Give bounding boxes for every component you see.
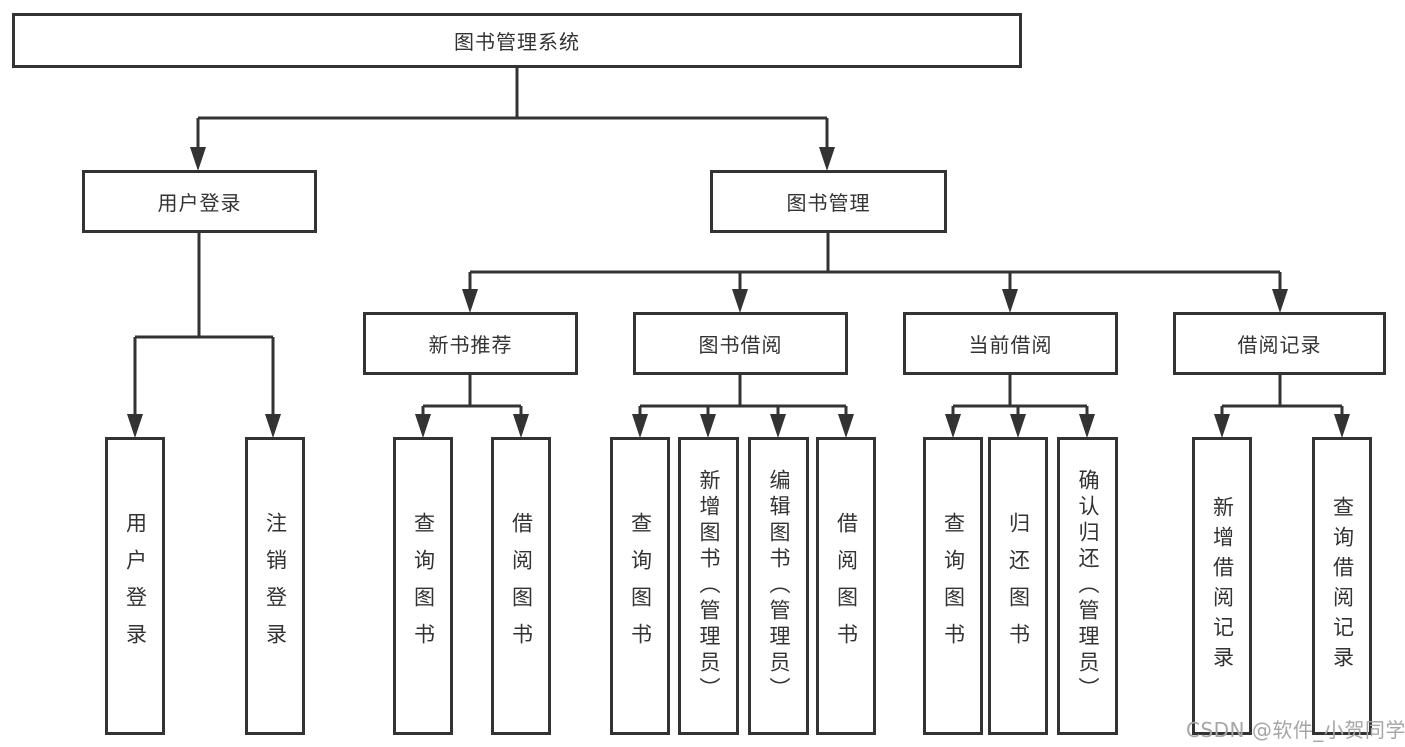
leaf-logout: 注销登录 [245, 437, 305, 735]
leaf-edit-books-admin-label: 编辑图书（管理员） [767, 469, 791, 703]
node-new-book-recommend-label: 新书推荐 [428, 333, 513, 357]
arrowhead-icon [700, 414, 716, 438]
node-book-management-label: 图书管理 [786, 191, 871, 215]
leaf-confirm-return-admin-label: 确认归还（管理员） [1076, 469, 1100, 703]
leaf-user-login-label: 用户登录 [123, 512, 148, 660]
leaf-return-books: 归还图书 [988, 437, 1048, 735]
leaf-query-borrow-record-label: 查询借阅记录 [1330, 496, 1355, 676]
arrowhead-icon [838, 414, 854, 438]
node-root-label: 图书管理系统 [454, 30, 580, 54]
leaf-add-books-admin-label: 新增图书（管理员） [697, 469, 721, 703]
arrowheads [127, 147, 1350, 438]
node-current-borrow-label: 当前借阅 [968, 333, 1053, 357]
arrowhead-icon [1010, 414, 1026, 438]
watermark: CSDN @软件_小贺同学 [1186, 718, 1405, 742]
arrowhead-icon [770, 414, 786, 438]
leaf-borrow-books: 借阅图书 [816, 437, 876, 735]
leaf-return-books-label: 归还图书 [1006, 512, 1031, 660]
leaf-add-borrow-record-label: 新增借阅记录 [1210, 496, 1235, 676]
tree-edges [133, 68, 1344, 431]
node-borrow-record: 借阅记录 [1173, 312, 1386, 375]
arrowhead-icon [513, 414, 529, 438]
leaf-edit-books-admin: 编辑图书（管理员） [748, 437, 809, 735]
leaf-user-login: 用户登录 [105, 437, 165, 735]
leaf-newbook-borrow-books: 借阅图书 [491, 437, 551, 735]
arrowhead-icon [462, 289, 478, 313]
arrowhead-icon [1079, 414, 1095, 438]
arrowhead-icon [732, 289, 748, 313]
node-book-management: 图书管理 [710, 170, 947, 233]
node-borrow-record-label: 借阅记录 [1237, 333, 1322, 357]
node-root: 图书管理系统 [12, 13, 1022, 68]
arrowhead-icon [1002, 289, 1018, 313]
arrowhead-icon [632, 414, 648, 438]
leaf-current-query-books-label: 查询图书 [941, 512, 966, 660]
arrowhead-icon [415, 414, 431, 438]
leaf-current-query-books: 查询图书 [923, 437, 983, 735]
leaf-borrow-books-label: 借阅图书 [834, 512, 859, 660]
arrowhead-icon [265, 414, 281, 438]
arrowhead-icon [190, 147, 206, 171]
leaf-newbook-borrow-books-label: 借阅图书 [509, 512, 534, 660]
leaf-query-borrow-record: 查询借阅记录 [1312, 437, 1372, 735]
leaf-add-books-admin: 新增图书（管理员） [678, 437, 739, 735]
leaf-newbook-query-books: 查询图书 [393, 437, 453, 735]
leaf-newbook-query-books-label: 查询图书 [411, 512, 436, 660]
node-new-book-recommend: 新书推荐 [363, 312, 578, 375]
node-book-borrow: 图书借阅 [633, 312, 848, 375]
leaf-borrow-query-books-label: 查询图书 [628, 512, 653, 660]
node-book-borrow-label: 图书借阅 [698, 333, 783, 357]
leaf-logout-label: 注销登录 [263, 512, 288, 660]
leaf-add-borrow-record: 新增借阅记录 [1192, 437, 1252, 735]
node-current-borrow: 当前借阅 [903, 312, 1118, 375]
arrowhead-icon [819, 147, 835, 171]
arrowhead-icon [1334, 414, 1350, 438]
node-user-login: 用户登录 [82, 170, 317, 233]
arrowhead-icon [127, 414, 143, 438]
arrowhead-icon [1214, 414, 1230, 438]
node-user-login-label: 用户登录 [157, 191, 242, 215]
arrowhead-icon [945, 414, 961, 438]
leaf-confirm-return-admin: 确认归还（管理员） [1057, 437, 1118, 735]
leaf-borrow-query-books: 查询图书 [610, 437, 670, 735]
arrowhead-icon [1272, 289, 1288, 313]
